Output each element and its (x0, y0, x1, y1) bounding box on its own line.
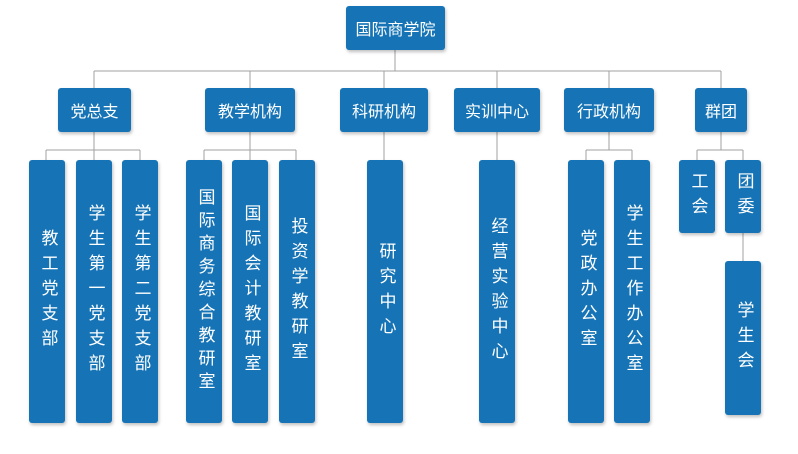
unit-label: 学生第二党支部 (130, 204, 151, 379)
unit-business-lab-center: 经营实验中心 (479, 160, 515, 423)
unit-labor-union: 工会 (679, 160, 715, 233)
dept-label: 行政机构 (576, 102, 641, 121)
unit-label: 学生工作办公室 (622, 204, 643, 379)
dept-administration: 行政机构 (564, 88, 654, 132)
dept-label: 党总支 (70, 102, 119, 121)
unit-label: 经营实验中心 (487, 216, 508, 367)
unit-student-party-branch-2: 学生第二党支部 (122, 160, 158, 423)
dept-label: 教学机构 (217, 102, 282, 121)
unit-label: 研究中心 (375, 241, 396, 342)
unit-label: 国际商务综合教研室 (194, 188, 215, 395)
unit-student-party-branch-1: 学生第一党支部 (76, 160, 112, 423)
unit-label: 教工党支部 (37, 229, 58, 354)
root-label: 国际商学院 (355, 20, 436, 39)
dept-party-branch: 党总支 (58, 88, 131, 132)
dept-label: 科研机构 (351, 102, 416, 121)
unit-student-union: 学生会 (725, 261, 761, 415)
unit-research-center: 研究中心 (367, 160, 403, 423)
unit-international-business-office: 国际商务综合教研室 (186, 160, 222, 423)
dept-label: 群团 (704, 102, 737, 121)
unit-investment-office: 投资学教研室 (279, 160, 315, 423)
dept-research: 科研机构 (340, 88, 428, 132)
unit-label: 工会 (687, 171, 708, 222)
unit-label: 投资学教研室 (287, 216, 308, 367)
unit-party-admin-office: 党政办公室 (568, 160, 604, 423)
unit-youth-league: 团委 (725, 160, 761, 233)
unit-student-affairs-office: 学生工作办公室 (614, 160, 650, 423)
unit-label: 团委 (733, 171, 754, 222)
unit-international-accounting-office: 国际会计教研室 (232, 160, 268, 423)
unit-label: 学生会 (733, 300, 754, 376)
unit-label: 国际会计教研室 (240, 204, 261, 379)
dept-teaching: 教学机构 (205, 88, 295, 132)
dept-training: 实训中心 (454, 88, 540, 132)
dept-mass-organizations: 群团 (695, 88, 747, 132)
unit-faculty-party-branch: 教工党支部 (29, 160, 65, 423)
unit-label: 党政办公室 (576, 229, 597, 354)
unit-label: 学生第一党支部 (84, 204, 105, 379)
dept-label: 实训中心 (464, 102, 529, 121)
root-node: 国际商学院 (346, 6, 445, 50)
